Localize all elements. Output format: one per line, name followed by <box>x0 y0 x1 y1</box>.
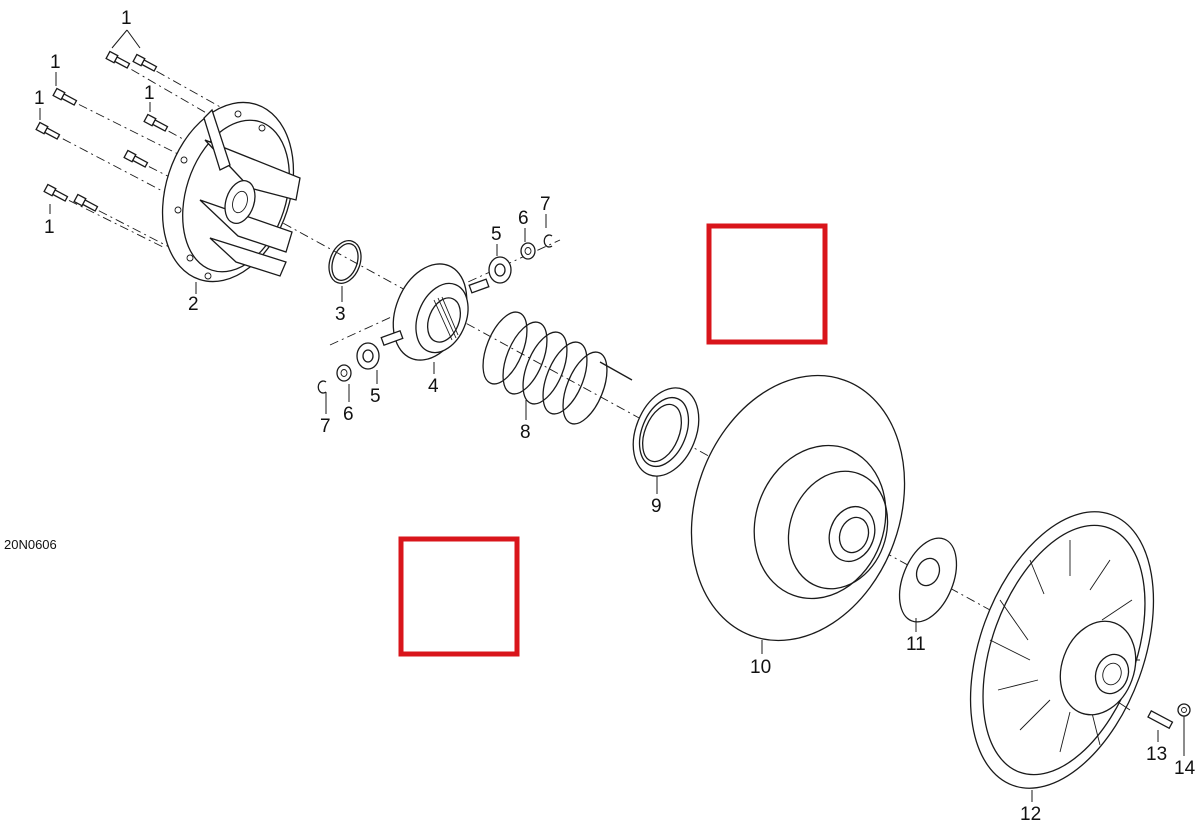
callout-labels: 1 1 1 1 1 2 3 4 5 6 7 5 6 7 8 9 10 11 12… <box>34 8 1196 825</box>
screw-part-1 <box>35 50 169 212</box>
fixed-sheave-part-12 <box>969 511 1155 789</box>
callout-leaders <box>39 29 1185 802</box>
callout-1: 1 <box>34 88 45 109</box>
callout-1: 1 <box>121 8 132 29</box>
callout-11: 11 <box>906 634 926 655</box>
seal-ring-part-9 <box>632 387 700 477</box>
fan-housing-part-2 <box>161 101 301 283</box>
roller-washer-clip-upper <box>488 234 553 284</box>
callout-1: 1 <box>50 52 61 73</box>
callout-5: 5 <box>491 224 502 245</box>
retaining-ring-part-3 <box>328 240 362 284</box>
callout-4: 4 <box>428 376 439 397</box>
callout-3: 3 <box>335 304 346 325</box>
callout-6: 6 <box>518 208 529 229</box>
red-marker-boxes <box>398 223 828 657</box>
callout-6: 6 <box>343 404 354 425</box>
callout-14: 14 <box>1174 758 1196 779</box>
hub-part-4 <box>380 263 490 361</box>
diagram-code: 20N0606 <box>4 537 57 552</box>
callout-5: 5 <box>370 386 381 407</box>
callout-8: 8 <box>520 422 531 443</box>
red-marker-box <box>398 536 520 657</box>
sheave-part-10 <box>690 374 906 642</box>
spring-part-8 <box>482 311 633 425</box>
callout-7: 7 <box>320 416 331 437</box>
callout-9: 9 <box>651 496 662 517</box>
callout-13: 13 <box>1146 744 1167 765</box>
red-marker-box <box>706 223 828 345</box>
callout-10: 10 <box>750 657 771 678</box>
assembly-axis <box>249 204 991 611</box>
callout-1: 1 <box>144 83 155 104</box>
callout-12: 12 <box>1020 804 1041 825</box>
callout-1: 1 <box>44 217 55 238</box>
roller-washer-clip-lower <box>317 342 380 394</box>
bolt-and-nut-parts-13-14 <box>1147 703 1191 730</box>
callout-2: 2 <box>188 294 199 315</box>
washer-part-11 <box>898 537 958 623</box>
callout-7: 7 <box>540 194 551 215</box>
